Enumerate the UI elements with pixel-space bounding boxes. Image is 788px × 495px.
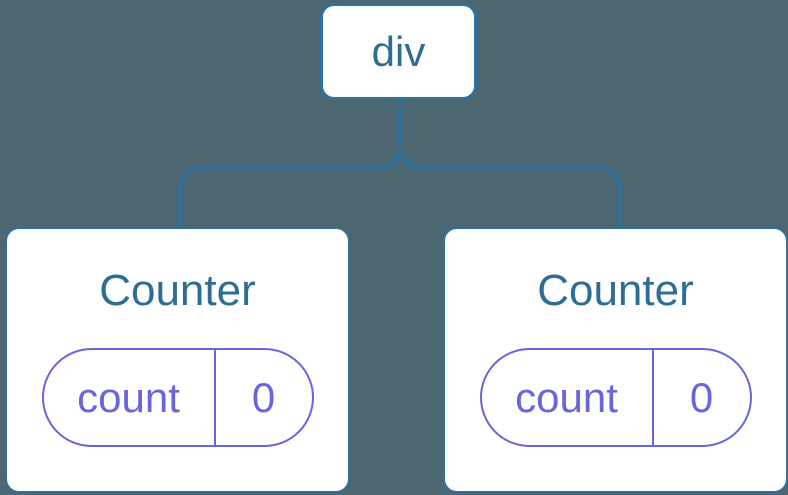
root-node-label: div — [371, 27, 426, 75]
state-key: count — [515, 373, 618, 421]
state-value: 0 — [689, 373, 714, 421]
state-value: 0 — [251, 373, 276, 421]
connector-right-branch — [398, 100, 622, 228]
pill-divider-line — [213, 350, 216, 445]
state-key: count — [77, 373, 180, 421]
component-card: Counter count 0 — [443, 227, 788, 493]
root-node: div — [320, 3, 477, 100]
component-title: Counter — [537, 266, 694, 315]
state-pill: count 0 — [41, 348, 314, 447]
component-title: Counter — [99, 266, 256, 315]
tree-connector — [178, 100, 622, 228]
state-pill: count 0 — [479, 348, 752, 447]
component-card: Counter count 0 — [5, 227, 350, 493]
pill-divider-line — [651, 350, 654, 445]
connector-left-branch — [178, 100, 402, 228]
